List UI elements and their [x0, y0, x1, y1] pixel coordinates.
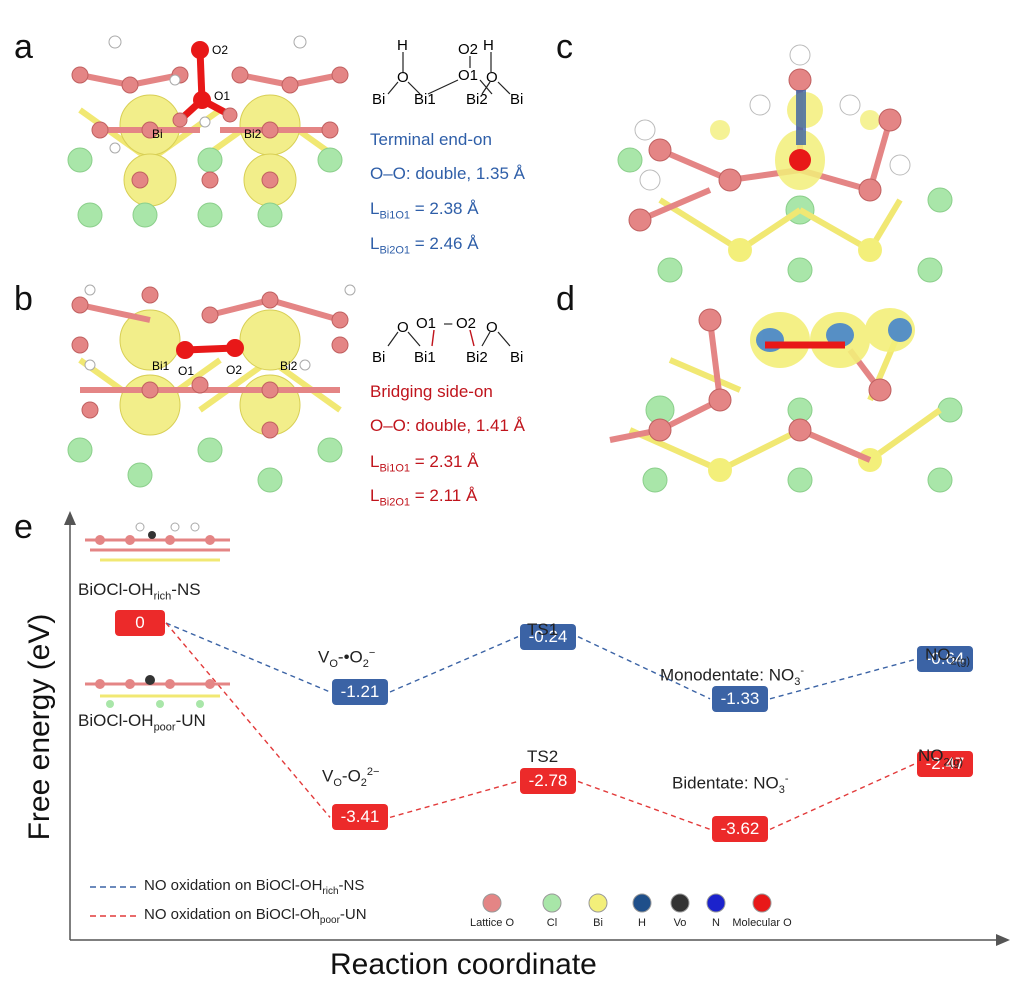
label-start-poor: BiOCl-OHpoor-UN	[78, 711, 206, 734]
scheme-b-bi2: Bi2	[466, 349, 488, 366]
energy-label-series0-state1: -1.21	[332, 678, 388, 705]
panel-a-label-bi1: Bi	[152, 127, 163, 141]
atom-legend-swatch-3	[632, 893, 652, 913]
panel-a-label-o2: O2	[212, 43, 228, 57]
scheme-b-dash: –	[444, 315, 453, 332]
atom-legend-label-2: Bi	[593, 917, 603, 929]
panel-a-label-bi2: Bi2	[244, 127, 262, 141]
energy-label-series1-state2: -2.78	[520, 768, 576, 795]
energy-label-series1-state4: -2.47	[917, 750, 973, 777]
panel-b-bond: O–O: double, 1.41 Å	[370, 416, 525, 435]
scheme-b-o-left: O	[397, 319, 409, 336]
atom-legend-label-4: Vo	[674, 917, 687, 929]
energy-label-series0-state3: -1.33	[712, 685, 768, 712]
label-monodentate: Monodentate: NO3-	[660, 665, 804, 689]
scheme-a-oh-left: O	[397, 69, 409, 86]
panel-label-b: b	[14, 280, 33, 318]
scheme-b-bi-left: Bi	[372, 349, 385, 366]
series-1-segment-3	[769, 763, 916, 830]
scheme-b-bi1: Bi1	[414, 349, 436, 366]
series-1-segment-0	[165, 622, 331, 818]
atom-legend-swatch-1	[542, 893, 562, 913]
y-axis-arrow	[64, 511, 76, 525]
label-no2-bottom: NO2(g)	[918, 746, 964, 769]
energy-diagram: Lattice O Cl Bi H Vo N Molecular O	[64, 511, 1010, 946]
scheme-a-bi1: Bi1	[414, 91, 436, 106]
slab-start-poor	[85, 675, 230, 708]
panel-a-bond: O–O: double, 1.35 Å	[370, 164, 525, 183]
panel-a-structure: O2 O1 Bi Bi2	[67, 35, 349, 228]
x-axis-arrow	[996, 934, 1010, 946]
energy-label-series0-state2: -0.24	[520, 623, 576, 650]
panel-a-label-o1: O1	[214, 89, 230, 103]
label-ts1: TS1	[527, 620, 559, 639]
energy-label-series1-state3: -3.62	[712, 816, 768, 843]
panel-b-label-bi1: Bi1	[152, 359, 170, 373]
atom-legend-label-6: Molecular O	[732, 917, 792, 929]
atom-legend-swatch-2	[588, 893, 608, 913]
scheme-a-h1: H	[397, 37, 408, 54]
panel-b-label-o1: O1	[178, 364, 194, 378]
scheme-a-o2: O2	[458, 41, 478, 58]
scheme-a-bi2: Bi2	[466, 91, 488, 106]
panel-label-a: a	[14, 28, 33, 66]
panel-a-l-bi2o1: LBi2O1 = 2.46 Å	[370, 234, 479, 257]
series-0-segment-3	[769, 658, 916, 700]
series-1-segment-1	[389, 780, 519, 819]
atom-legend-label-1: Cl	[547, 917, 557, 929]
panel-label-d: d	[556, 280, 575, 318]
panel-b-l-bi1o1: LBi1O1 = 2.31 Å	[370, 452, 479, 475]
series-legend: NO oxidation on BiOCl-OHrich-NS NO oxida…	[88, 877, 367, 926]
label-no2-top: NO2(g)	[925, 645, 971, 668]
legend-item-rich: NO oxidation on BiOCl-OHrich-NS	[90, 877, 365, 897]
label-ts2: TS2	[527, 747, 559, 766]
label-start-rich: BiOCl-OHrich-NS	[78, 580, 201, 603]
atom-legend-label-3: H	[638, 917, 646, 929]
scheme-b-o2: O2	[456, 315, 476, 332]
atom-legend-swatch-0	[482, 893, 502, 913]
panel-a-mode: Terminal end-on	[370, 130, 492, 149]
energy-label-start: 0	[115, 610, 165, 636]
scheme-b-o-right: O	[486, 319, 498, 336]
panel-b-l-bi2o1: LBi2O1 = 2.11 Å	[370, 486, 478, 509]
panel-label-e: e	[14, 508, 33, 546]
scheme-a-bi-left: Bi	[372, 91, 385, 106]
slab-start-rich	[85, 522, 230, 562]
panel-c-charge-density	[617, 44, 953, 283]
x-axis-label: Reaction coordinate	[330, 948, 597, 981]
label-vo-o2-radical: VO-•O2−	[318, 647, 376, 671]
energy-label-series0-state4: -0.64	[917, 646, 973, 673]
panel-d-charge-density	[609, 308, 963, 493]
scheme-b-o1: O1	[416, 315, 436, 332]
legend-item-poor: NO oxidation on BiOCl-Ohpoor-UN	[90, 906, 367, 926]
panel-a-scheme: H H O2 O1 O O Bi Bi1 Bi2 Bi	[372, 37, 523, 106]
atom-legend-label-0: Lattice O	[470, 917, 514, 929]
panel-b-mode: Bridging side-on	[370, 382, 493, 401]
atom-legend-swatch-4	[670, 893, 690, 913]
panel-b-scheme: O1 – O2 O O Bi Bi1 Bi2 Bi	[372, 315, 523, 366]
atom-legend: Lattice O Cl Bi H Vo N Molecular O	[470, 893, 792, 929]
y-axis-label: Free energy (eV)	[23, 613, 56, 841]
energy-label-series1-state1: -3.41	[332, 804, 388, 831]
series-0-segment-0	[165, 622, 331, 693]
atom-legend-label-5: N	[712, 917, 720, 929]
panel-b-structure: O1 O2 Bi1 Bi2	[67, 284, 356, 493]
panel-label-c: c	[556, 28, 573, 66]
series-0-segment-1	[389, 636, 519, 693]
scheme-a-oh-right: O	[486, 69, 498, 86]
panel-b-label-bi2: Bi2	[280, 359, 298, 373]
label-vo-o2-2: VO-O22−	[322, 766, 380, 790]
atom-legend-swatch-5	[706, 893, 726, 913]
atom-legend-swatch-6	[752, 893, 772, 913]
scheme-a-h2: H	[483, 37, 494, 54]
scheme-a-o1: O1	[458, 67, 478, 84]
series-0-segment-2	[577, 636, 711, 700]
label-bidentate: Bidentate: NO3-	[672, 773, 789, 797]
scheme-a-bi-right: Bi	[510, 91, 523, 106]
panel-a-l-bi1o1: LBi1O1 = 2.38 Å	[370, 199, 479, 222]
series-1-segment-2	[577, 780, 711, 830]
scheme-b-bi-right: Bi	[510, 349, 523, 366]
panel-b-label-o2: O2	[226, 363, 242, 377]
